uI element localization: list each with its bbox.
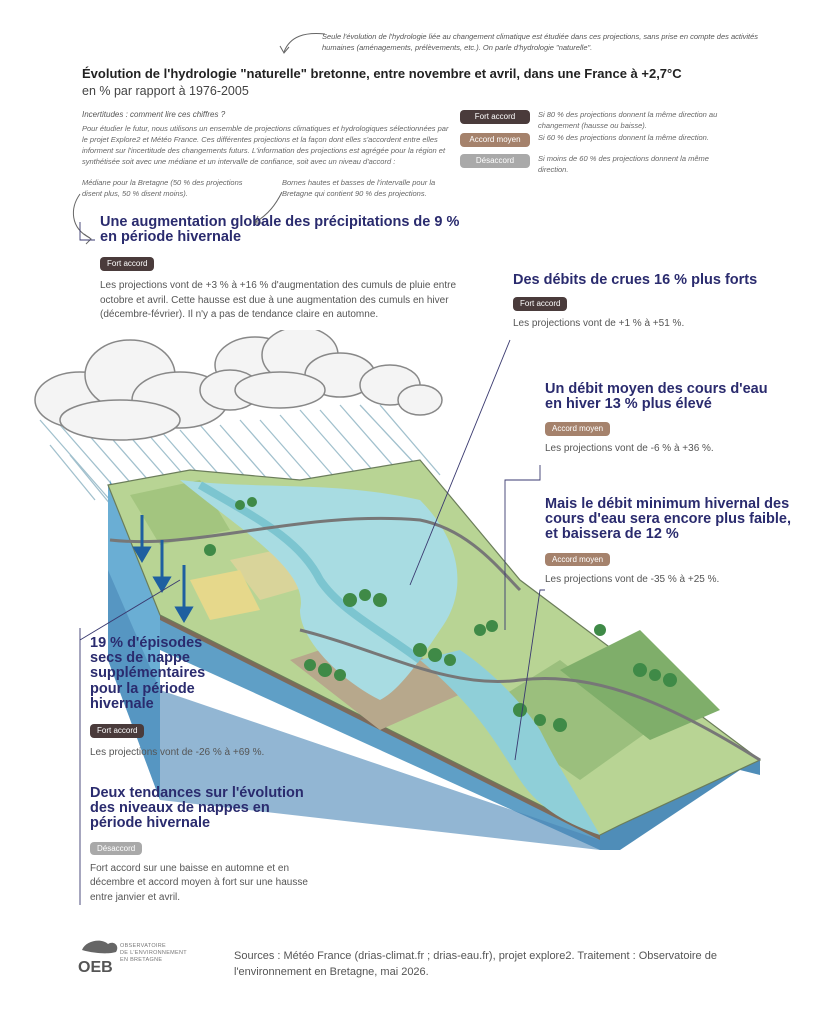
- legend-desaccord: Désaccord Si moins de 60 % des projectio…: [460, 154, 738, 175]
- flood-plain: [180, 480, 458, 700]
- page-subtitle: en % par rapport à 1976-2005: [82, 84, 249, 98]
- stream: [197, 481, 423, 664]
- nappe-niveaux-badge: Désaccord: [90, 841, 143, 856]
- nappe-secs-text: Les projections vont de -26 % à +69 %.: [90, 747, 265, 759]
- badge-accord-moyen: Accord moyen: [460, 133, 530, 147]
- crues-block: Des débits de crues 16 % plus forts Fort…: [513, 272, 783, 332]
- top-note: Seule l'évolution de l'hydrologie liée a…: [322, 32, 759, 52]
- landscape-illustration: [34, 330, 762, 850]
- road: [299, 628, 761, 762]
- bornes-note: Bornes hautes et basses de l'intervalle …: [282, 178, 436, 198]
- badge-fort-accord: Fort accord: [460, 110, 530, 124]
- uncertainty-heading: Incertitudes : comment lire ces chiffres…: [82, 110, 226, 119]
- legend-moyen: Accord moyen Si 60 % des projections don…: [460, 133, 738, 147]
- legend-text: Si moins de 60 % des projections donnent…: [538, 154, 709, 174]
- debit-moyen-text: Les projections vont de -6 % à +36 %.: [545, 443, 714, 455]
- legend-text: Si 80 % des projections donnent la même …: [538, 110, 718, 130]
- note-arrow: [279, 33, 326, 54]
- legend-text: Si 60 % des projections donnent la même …: [538, 133, 709, 142]
- debit-min-heading: Mais le débit minimum hivernal des cours…: [545, 496, 792, 543]
- logo-acronym: OEB: [78, 959, 113, 976]
- legend-fort: Fort accord Si 80 % des projections donn…: [460, 110, 738, 131]
- crues-heading: Des débits de crues 16 % plus forts: [513, 272, 758, 288]
- precip-heading: Une augmentation globale des précipitati…: [100, 214, 460, 246]
- debit-min-text: Les projections vont de -35 % à +25 %.: [545, 573, 720, 585]
- nappe-secs-block: 19 % d'épisodes secs de nappe supplément…: [90, 635, 290, 761]
- nappe-secs-heading: 19 % d'épisodes secs de nappe supplément…: [90, 635, 206, 712]
- uncertainty-body: Pour étudier le futur, nous utilisons un…: [82, 124, 449, 166]
- debit-moyen-badge: Accord moyen: [545, 422, 611, 437]
- debit-min-badge: Accord moyen: [545, 552, 611, 567]
- field: [560, 630, 720, 740]
- crues-text: Les projections vont de +1 % à +51 %.: [513, 318, 685, 330]
- infiltration-arrows: [132, 515, 194, 623]
- badge-desaccord: Désaccord: [460, 154, 530, 168]
- mediane-note: Médiane pour la Bretagne (50 % des proje…: [82, 178, 243, 198]
- river: [420, 650, 600, 835]
- debit-min-block: Mais le débit minimum hivernal des cours…: [545, 496, 795, 587]
- precip-text: Les projections vont de +3 % à +16 % d'a…: [100, 280, 457, 321]
- road: [109, 516, 522, 592]
- crues-badge: Fort accord: [513, 297, 568, 311]
- note-arrows: [72, 191, 283, 245]
- precip-block: Une augmentation globale des précipitati…: [100, 214, 460, 323]
- source-text: Sources : Météo France (drias-climat.fr …: [234, 950, 717, 978]
- debit-moyen-heading: Un débit moyen des cours d'eau en hiver …: [545, 381, 768, 413]
- page-title: Évolution de l'hydrologie "naturelle" br…: [82, 66, 682, 81]
- nappe-niveaux-text: Fort accord sur une baisse en automne et…: [90, 862, 308, 903]
- debit-moyen-block: Un débit moyen des cours d'eau en hiver …: [545, 381, 785, 457]
- nappe-secs-badge: Fort accord: [90, 724, 145, 738]
- trees: [204, 497, 677, 732]
- water-table: [108, 570, 600, 850]
- logo-text: OBSERVATOIRE DE L'ENVIRONNEMENT EN BRETA…: [120, 943, 187, 963]
- clouds: [34, 330, 443, 441]
- nappe-niveaux-block: Deux tendances sur l'évolution des nivea…: [90, 785, 315, 905]
- oeb-logo: OEB: [78, 940, 118, 976]
- nappe-niveaux-heading: Deux tendances sur l'évolution des nivea…: [90, 785, 304, 832]
- field: [480, 660, 650, 780]
- precip-badge: Fort accord: [100, 257, 155, 272]
- field: [190, 570, 260, 620]
